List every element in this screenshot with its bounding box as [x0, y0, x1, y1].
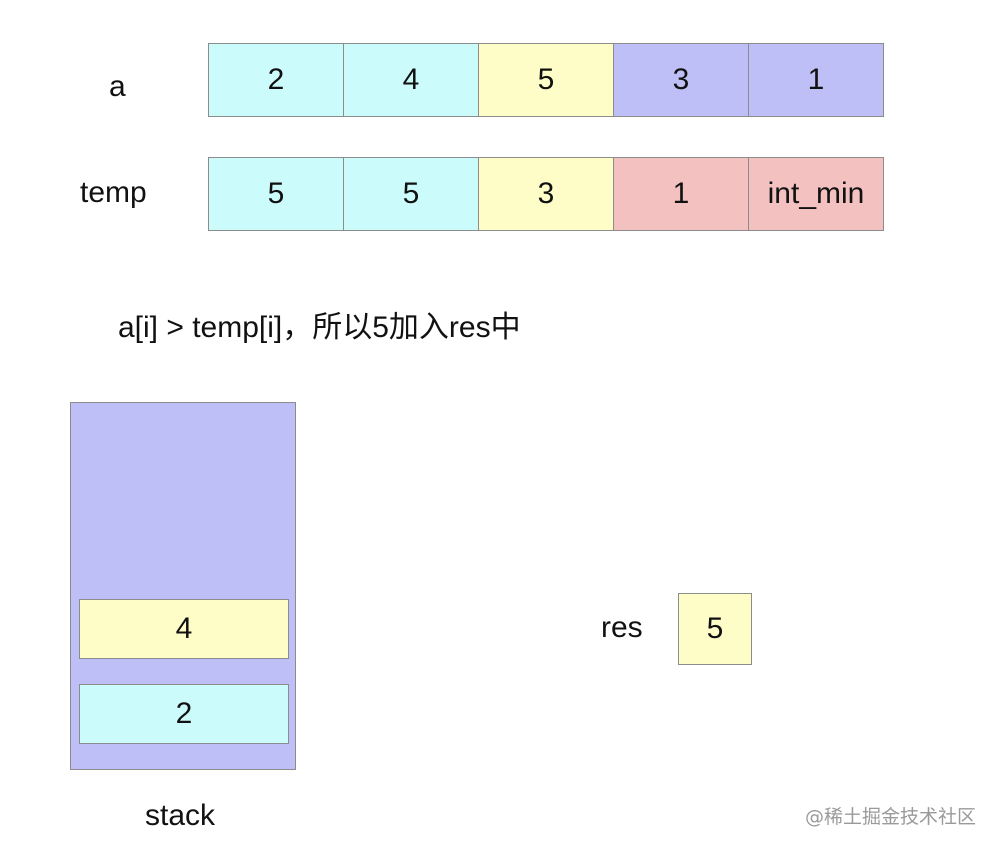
- res-label: res: [601, 611, 643, 644]
- stack-label: stack: [145, 799, 216, 832]
- array-a-cell: 5: [478, 43, 614, 117]
- array-temp-row: 5 5 3 1 int_min: [208, 157, 884, 231]
- array-a-cell: 2: [208, 43, 344, 117]
- array-temp-cell: 1: [613, 157, 749, 231]
- array-temp-cell: 3: [478, 157, 614, 231]
- stack-container: 4 2: [70, 402, 296, 770]
- array-a-label: a: [109, 70, 126, 103]
- array-a-cell: 4: [343, 43, 479, 117]
- array-temp-cell: 5: [208, 157, 344, 231]
- array-temp-label: temp: [80, 176, 147, 209]
- array-a-cell: 3: [613, 43, 749, 117]
- array-a-row: 2 4 5 3 1: [208, 43, 884, 117]
- array-temp-cell: 5: [343, 157, 479, 231]
- array-a-cell: 1: [748, 43, 884, 117]
- res-cell: 5: [678, 593, 752, 665]
- stack-item: 4: [79, 599, 289, 659]
- comparison-caption: a[i] > temp[i]，所以5加入res中: [118, 311, 521, 344]
- watermark-text: @稀土掘金技术社区: [804, 806, 976, 828]
- stack-item: 2: [79, 684, 289, 744]
- array-temp-cell: int_min: [748, 157, 884, 231]
